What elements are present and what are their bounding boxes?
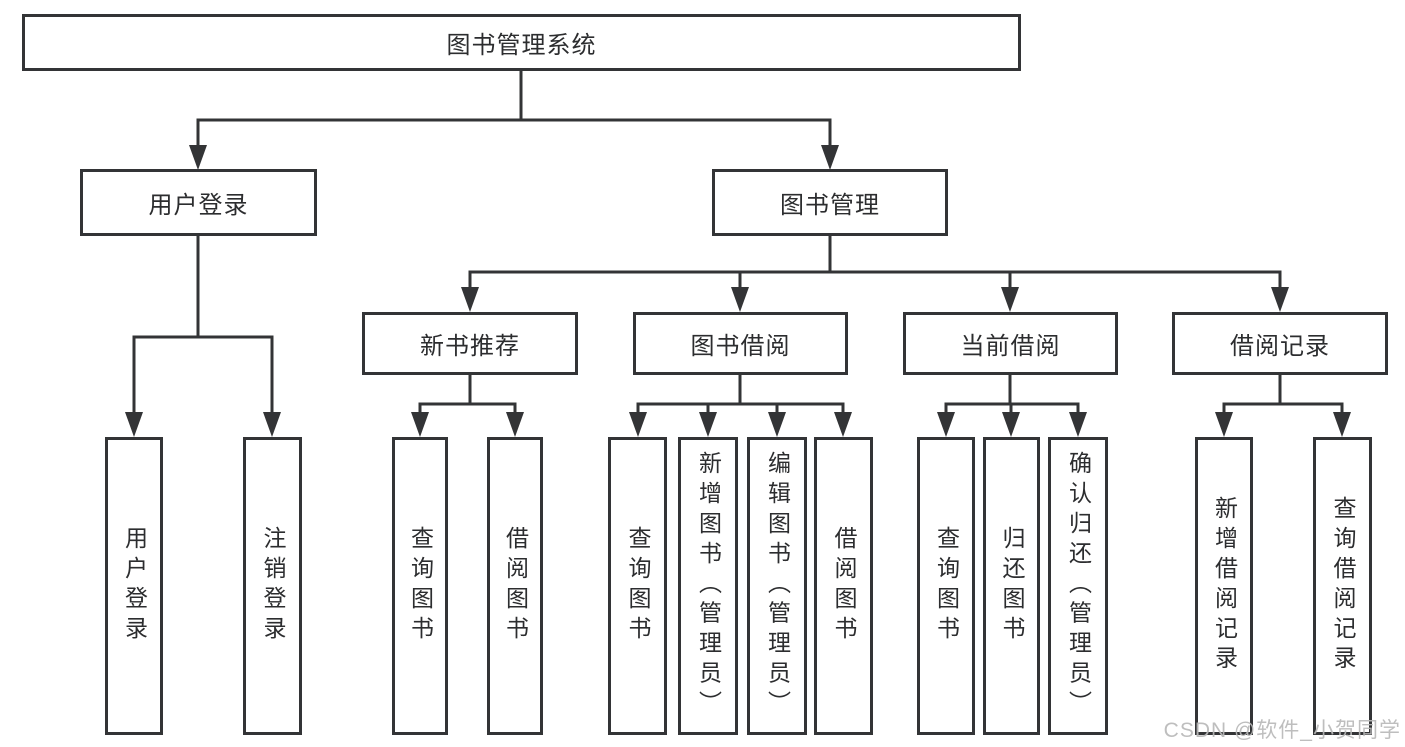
arrow-icon [461,287,479,312]
leaf-add-borrow-record: 新增借阅记录 [1195,437,1253,735]
leaf-query-books-borrow: 查询图书 [608,437,667,735]
arrow-icon [1271,287,1289,312]
arrow-icon [1069,412,1087,437]
node-current-borrow: 当前借阅 [903,312,1118,375]
node-user-login: 用户登录 [80,169,317,236]
arrow-icon [629,412,647,437]
arrow-icon [1002,412,1020,437]
leaf-borrow-books-recommend: 借阅图书 [487,437,543,735]
node-library-system: 图书管理系统 [22,14,1021,71]
leaf-confirm-return-admin: 确认归还（管理员） [1048,437,1108,735]
connector-newbook-to-leaves [418,375,517,414]
arrow-icon [506,412,524,437]
arrow-icon [411,412,429,437]
arrow-icon [263,412,281,437]
arrow-icon [768,412,786,437]
leaf-user-login: 用户登录 [105,437,163,735]
connector-mgmt-to-level3 [468,236,1282,289]
arrow-icon [937,412,955,437]
leaf-edit-book-admin: 编辑图书（管理员） [747,437,807,735]
arrow-icon [1001,287,1019,312]
watermark: CSDN @软件_小贺同学 [1163,719,1401,742]
connector-records-to-leaves [1222,375,1344,414]
leaf-logout: 注销登录 [243,437,302,735]
arrow-icon [731,287,749,312]
leaf-query-books-recommend: 查询图书 [392,437,448,735]
arrowheads [125,145,1351,437]
arrow-icon [699,412,717,437]
leaf-return-book: 归还图书 [983,437,1040,735]
leaf-add-book-admin: 新增图书（管理员） [678,437,738,735]
arrow-icon [125,412,143,437]
leaf-query-borrow-record: 查询借阅记录 [1313,437,1372,735]
node-new-book-recommend: 新书推荐 [362,312,578,375]
node-book-management: 图书管理 [712,169,948,236]
connector-borrow-to-leaves [636,375,845,414]
node-borrow-records: 借阅记录 [1172,312,1388,375]
arrow-icon [821,145,839,170]
node-book-borrow: 图书借阅 [633,312,848,375]
connector-root-to-level2 [196,70,832,147]
arrow-icon [1333,412,1351,437]
leaf-borrow-books-borrow: 借阅图书 [814,437,873,735]
leaf-query-books-current: 查询图书 [917,437,975,735]
connector-current-to-leaves [944,375,1080,414]
connector-login-to-leaves [132,236,274,414]
arrow-icon [834,412,852,437]
arrow-icon [189,145,207,170]
arrow-icon [1215,412,1233,437]
